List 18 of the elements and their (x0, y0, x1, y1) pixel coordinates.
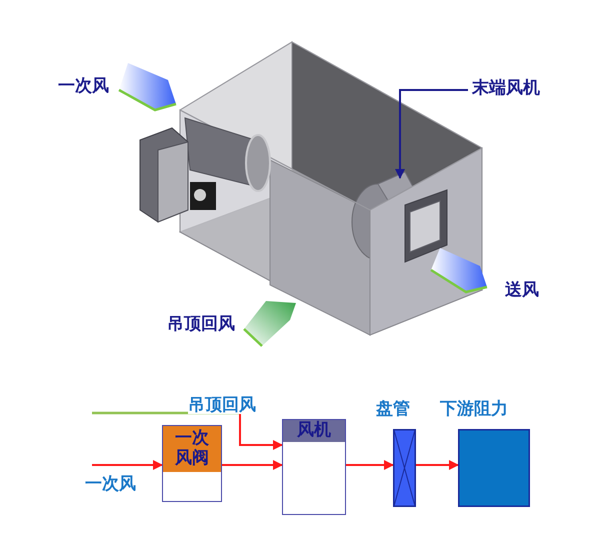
edge-label: 吊顶回风 (188, 397, 256, 414)
fan-box (282, 419, 346, 515)
edge-label: 一次风 (85, 476, 136, 493)
flow-arrow (346, 460, 394, 470)
component-label: 下游阻力 (440, 401, 508, 418)
flow-arrow (222, 460, 283, 470)
leader-arrow (395, 89, 468, 179)
callout-label: 末端风机 (472, 80, 540, 97)
component-label: 盘管 (376, 401, 410, 418)
flow-arrow (92, 460, 163, 470)
fan-header: 风机 (283, 420, 345, 442)
air-label: 送风 (505, 282, 539, 299)
damper-header: 一次风阀 (163, 426, 221, 472)
air-label: 吊顶回风 (167, 316, 235, 333)
flow-arrow (416, 460, 459, 470)
flow-arrow (239, 413, 283, 450)
air-label: 一次风 (58, 78, 109, 95)
damper-box (162, 425, 222, 502)
